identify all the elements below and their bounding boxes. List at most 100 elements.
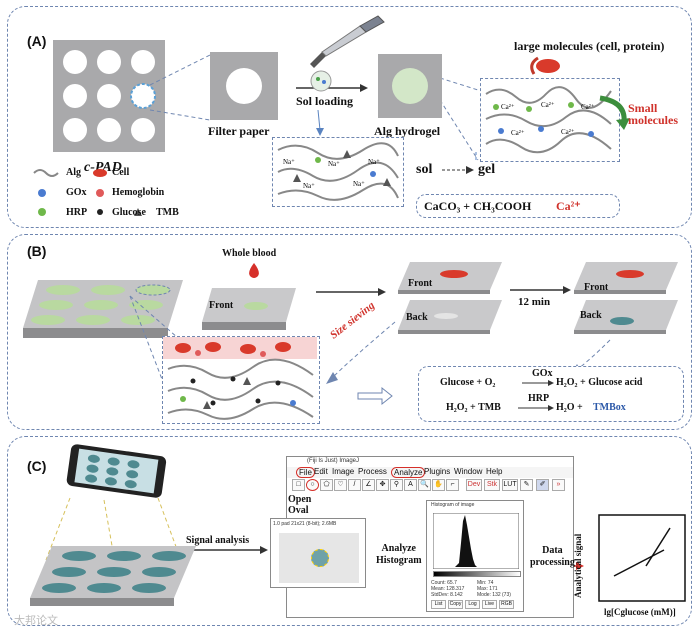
pad-stack-12min-after [574, 262, 678, 334]
sol-label: sol [416, 162, 433, 177]
imagej-title: (Fiji Is Just) ImageJ [307, 458, 360, 464]
image-subwindow: 1.0 pad 21x21 (8-bit); 2.6MB [270, 518, 366, 588]
calibration-ylabel: Analytical signal [573, 533, 583, 598]
angle-tool-icon[interactable]: ∠ [362, 479, 375, 491]
menu-process[interactable]: Process [358, 467, 387, 476]
calibration-plot [598, 514, 686, 602]
panel-b [7, 234, 692, 430]
histogram-plot [433, 513, 519, 569]
menu-window[interactable]: Window [454, 467, 483, 476]
dropper-tool-icon[interactable]: ⌐ [446, 479, 459, 491]
zoom-tool-icon[interactable]: 🔍 [418, 479, 431, 491]
eq2-product: TMBox [593, 402, 626, 413]
svg-text:Ca²⁺: Ca²⁺ [511, 129, 525, 137]
gel-network-box: Ca²⁺Ca²⁺Ca²⁺ Ca²⁺Ca²⁺ [480, 78, 620, 162]
panel-b-label: (B) [27, 243, 47, 259]
hist-copy-button[interactable]: Copy [448, 600, 463, 609]
panel-c [7, 436, 692, 626]
data-processing-label: Data processing [530, 545, 575, 568]
imagej-menubar [287, 467, 573, 478]
polygon-tool-icon[interactable]: ⬠ [320, 479, 333, 491]
watermark: 大邦论文 [14, 615, 58, 627]
legend-cell: Cell [112, 167, 130, 178]
oval-tool-icon[interactable]: ○ [306, 479, 319, 491]
small-molecules-label: Small molecules [628, 101, 678, 127]
line-tool-icon[interactable]: / [348, 479, 361, 491]
filter-paper [210, 52, 278, 120]
menu-analyze[interactable]: Analyze [391, 467, 426, 478]
menu-file[interactable]: File [296, 467, 315, 478]
sol-droplet-icon [310, 70, 332, 92]
svg-text:Ca²⁺: Ca²⁺ [541, 101, 555, 109]
legend-alg: Alg [66, 167, 81, 178]
reaction-box [416, 194, 620, 218]
gel-label: gel [478, 162, 496, 177]
eq2-enzyme: HRP [528, 393, 550, 404]
pipette-icon [310, 15, 385, 68]
stat-count: Count: 65.7 [431, 580, 457, 586]
menu-help[interactable]: Help [486, 467, 503, 476]
brush-tool-icon[interactable]: ✎ [520, 479, 533, 491]
legend-icons [33, 169, 142, 216]
image-subwindow-info: 1.0 pad 21x21 (8-bit); 2.6MB [273, 521, 337, 527]
front-label-3: Front [584, 282, 609, 293]
svg-text:Na⁺: Na⁺ [353, 180, 365, 188]
pad-array-colored [30, 546, 196, 606]
legend-hemoglobin: Hemoglobin [112, 187, 165, 198]
lut-tool-icon[interactable]: LUT [502, 479, 518, 491]
freehand-tool-icon[interactable]: ♡ [334, 479, 347, 491]
eq1-left: Glucose + O₂ [440, 377, 496, 388]
sol-network-box: Na⁺Na⁺Na⁺ Na⁺Na⁺ [272, 137, 404, 207]
more-tools-icon[interactable]: » [552, 479, 565, 491]
text-tool-icon[interactable]: A [404, 479, 417, 491]
calibration-xlabel: lg[Cglucose (mM)] [604, 607, 676, 617]
menu-edit[interactable]: Edit [314, 467, 328, 476]
back-label-1: Back [406, 312, 428, 323]
histogram-window: Histogram of image Count: 65.7 Mean: 128… [426, 500, 524, 612]
pencil-tool-icon[interactable]: ✐ [536, 479, 549, 491]
histogram-gradient-bar [433, 571, 521, 577]
menu-plugins[interactable]: Plugins [424, 467, 451, 476]
time-label: 12 min [518, 296, 551, 308]
svg-text:Na⁺: Na⁺ [368, 158, 380, 166]
equations-box [418, 366, 684, 422]
legend-hrp: HRP [66, 207, 88, 218]
hist-live-button[interactable]: Live [482, 600, 497, 609]
front-label-2: Front [408, 278, 433, 289]
cell-icon-top [530, 56, 560, 75]
rectangle-tool-icon[interactable]: □ [292, 479, 305, 491]
stat-mean: Mean: 128.317 [431, 586, 465, 592]
wand-tool-icon[interactable]: ⚲ [390, 479, 403, 491]
legend-tmb: TMB [156, 207, 179, 218]
single-pad-front [202, 288, 296, 330]
hist-log-button[interactable]: Log [465, 600, 480, 609]
svg-text:Ca²⁺: Ca²⁺ [501, 103, 515, 111]
open-oval-label: Open Oval [288, 494, 312, 516]
stat-min: Min: 74 [477, 580, 494, 586]
svg-text:Na⁺: Na⁺ [303, 182, 315, 190]
hist-rgb-button[interactable]: RGB [499, 600, 514, 609]
dev-tool-icon[interactable]: Dev [466, 479, 482, 491]
point-tool-icon[interactable]: ✥ [376, 479, 389, 491]
svg-text:Na⁺: Na⁺ [328, 160, 340, 168]
back-label-2: Back [580, 310, 602, 321]
hand-tool-icon[interactable]: ✋ [432, 479, 445, 491]
large-molecules-label: large molecules (cell, protein) [514, 39, 665, 53]
eq1-right: H₂O₂ + Glucose acid [556, 377, 643, 388]
filter-paper-label: Filter paper [208, 124, 270, 138]
stat-max: Max: 171 [477, 586, 498, 592]
panel-a-label: (A) [27, 33, 47, 49]
front-label-1: Front [209, 300, 234, 311]
pad-stack-12min-before [398, 262, 502, 334]
svg-text:Ca²⁺: Ca²⁺ [581, 103, 595, 111]
hist-list-button[interactable]: List [431, 600, 446, 609]
eq2-right: H₂O + [556, 402, 583, 413]
analyze-histogram-label: Analyze Histogram [376, 543, 422, 566]
stk-tool-icon[interactable]: Stk [484, 479, 500, 491]
menu-image[interactable]: Image [332, 467, 355, 476]
panel-a [7, 6, 692, 228]
eq1-enzyme: GOx [532, 368, 553, 379]
legend-glucose: Glucose [112, 207, 146, 218]
